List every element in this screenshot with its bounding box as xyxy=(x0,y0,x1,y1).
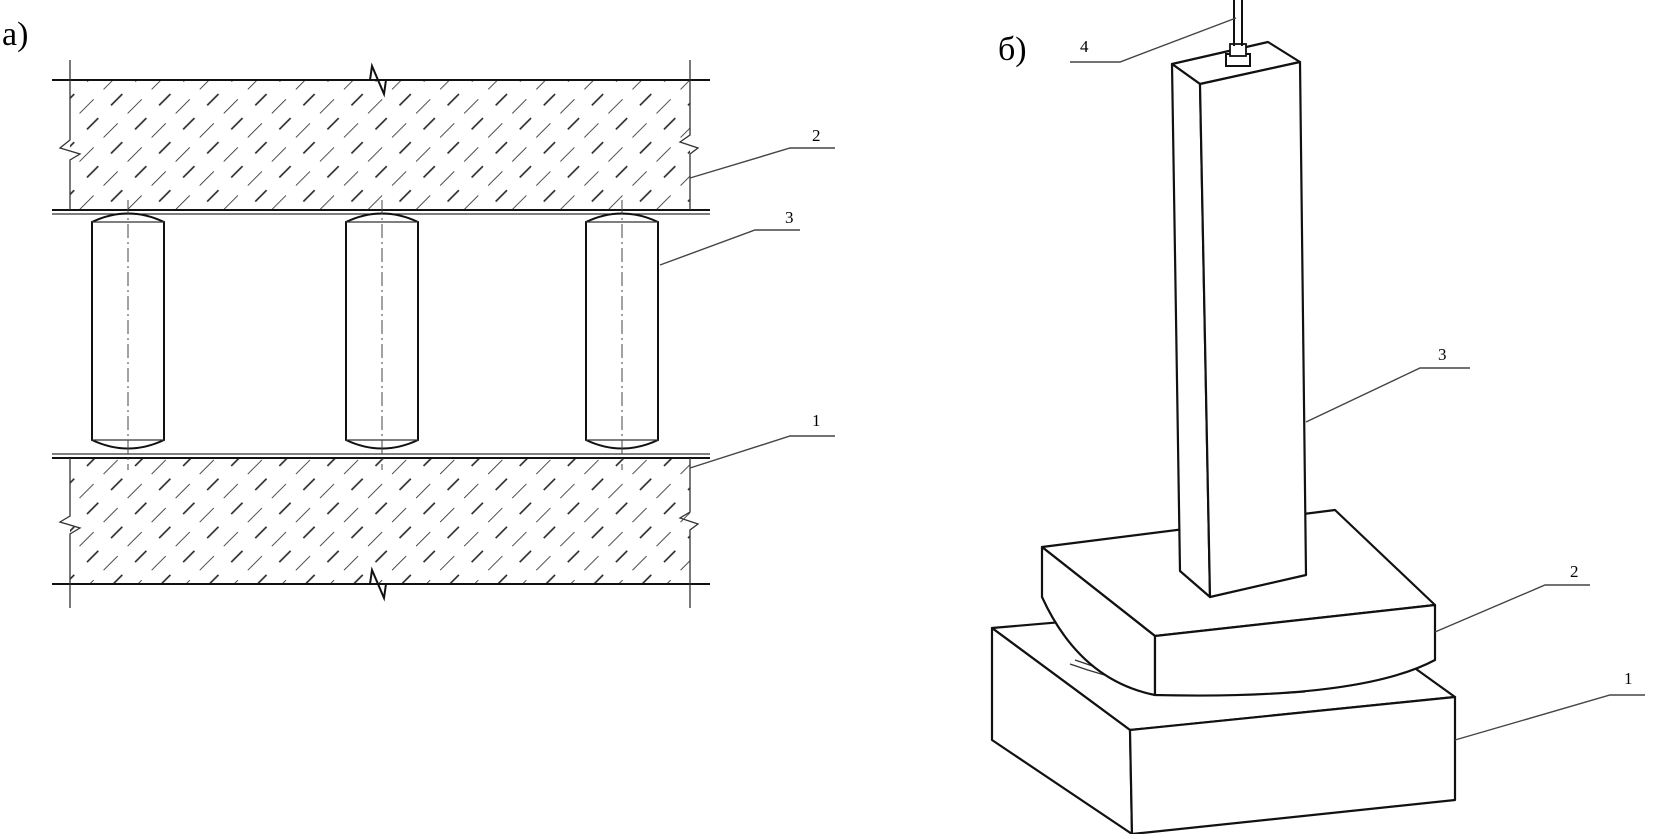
leader-b-1: 1 xyxy=(1454,669,1645,741)
callout-b-1: 1 xyxy=(1624,669,1633,688)
callout-b-2: 2 xyxy=(1570,562,1579,581)
panel-a: а) xyxy=(2,16,835,608)
leader-a-2: 2 xyxy=(689,126,835,179)
roller xyxy=(91,200,165,470)
panel-b-label: б) xyxy=(998,31,1027,68)
panel-b: б) 4 xyxy=(990,0,1645,836)
anchor-rod xyxy=(1225,0,1251,67)
callout-a-1: 1 xyxy=(812,411,821,430)
leader-a-3: 3 xyxy=(659,208,800,266)
callout-b-4: 4 xyxy=(1080,37,1089,56)
callout-a-2: 2 xyxy=(812,126,821,145)
leader-b-2: 2 xyxy=(1434,562,1590,633)
top-plate xyxy=(52,60,710,215)
bottom-plate xyxy=(52,453,710,608)
roller xyxy=(345,200,419,470)
callout-a-3: 3 xyxy=(785,208,794,227)
leader-b-4: 4 xyxy=(1070,17,1237,63)
panel-a-label: а) xyxy=(2,16,28,53)
callout-b-3: 3 xyxy=(1438,345,1447,364)
leader-a-1: 1 xyxy=(689,411,835,469)
roller xyxy=(585,200,659,470)
leader-b-3: 3 xyxy=(1305,345,1470,423)
column xyxy=(1170,40,1308,599)
